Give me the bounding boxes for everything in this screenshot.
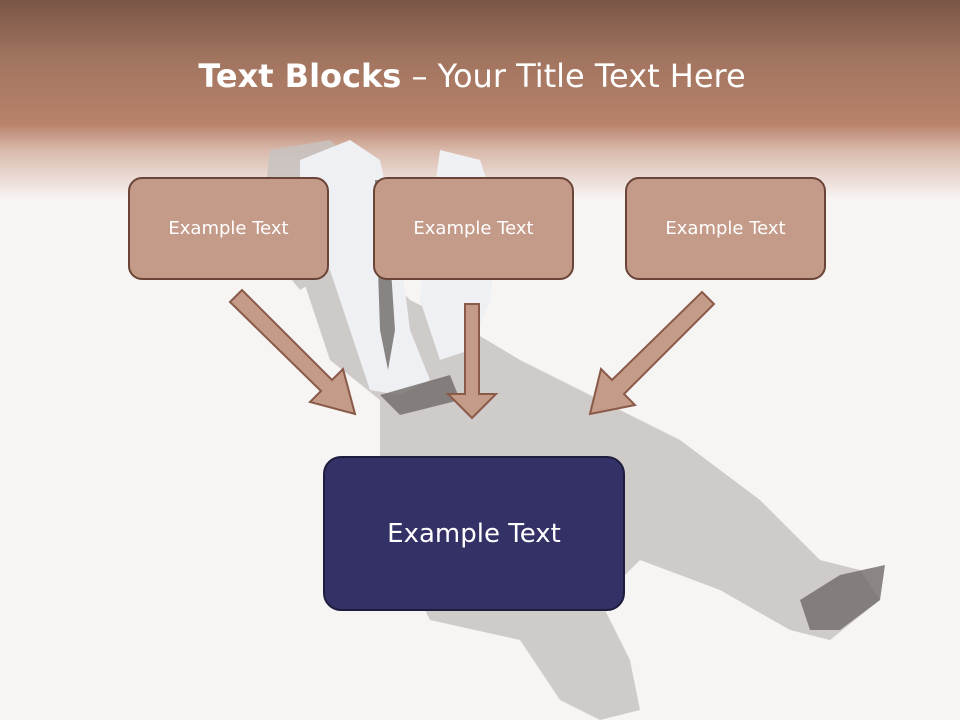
arrow-center [445, 303, 499, 420]
text-block-2[interactable]: Example Text [373, 177, 574, 280]
text-block-3-label: Example Text [665, 218, 786, 239]
main-text-block-label: Example Text [387, 518, 561, 549]
arrow-right [588, 290, 716, 416]
main-text-block[interactable]: Example Text [323, 456, 625, 611]
title-bold: Text Blocks [198, 57, 402, 95]
text-block-3[interactable]: Example Text [625, 177, 826, 280]
text-block-1[interactable]: Example Text [128, 177, 329, 280]
text-block-1-label: Example Text [168, 218, 289, 239]
title-dash: – [411, 57, 428, 95]
arrow-left [228, 288, 357, 416]
text-block-2-label: Example Text [413, 218, 534, 239]
slide-title: Text Blocks – Your Title Text Here [0, 54, 944, 98]
title-rest: Your Title Text Here [437, 57, 746, 95]
